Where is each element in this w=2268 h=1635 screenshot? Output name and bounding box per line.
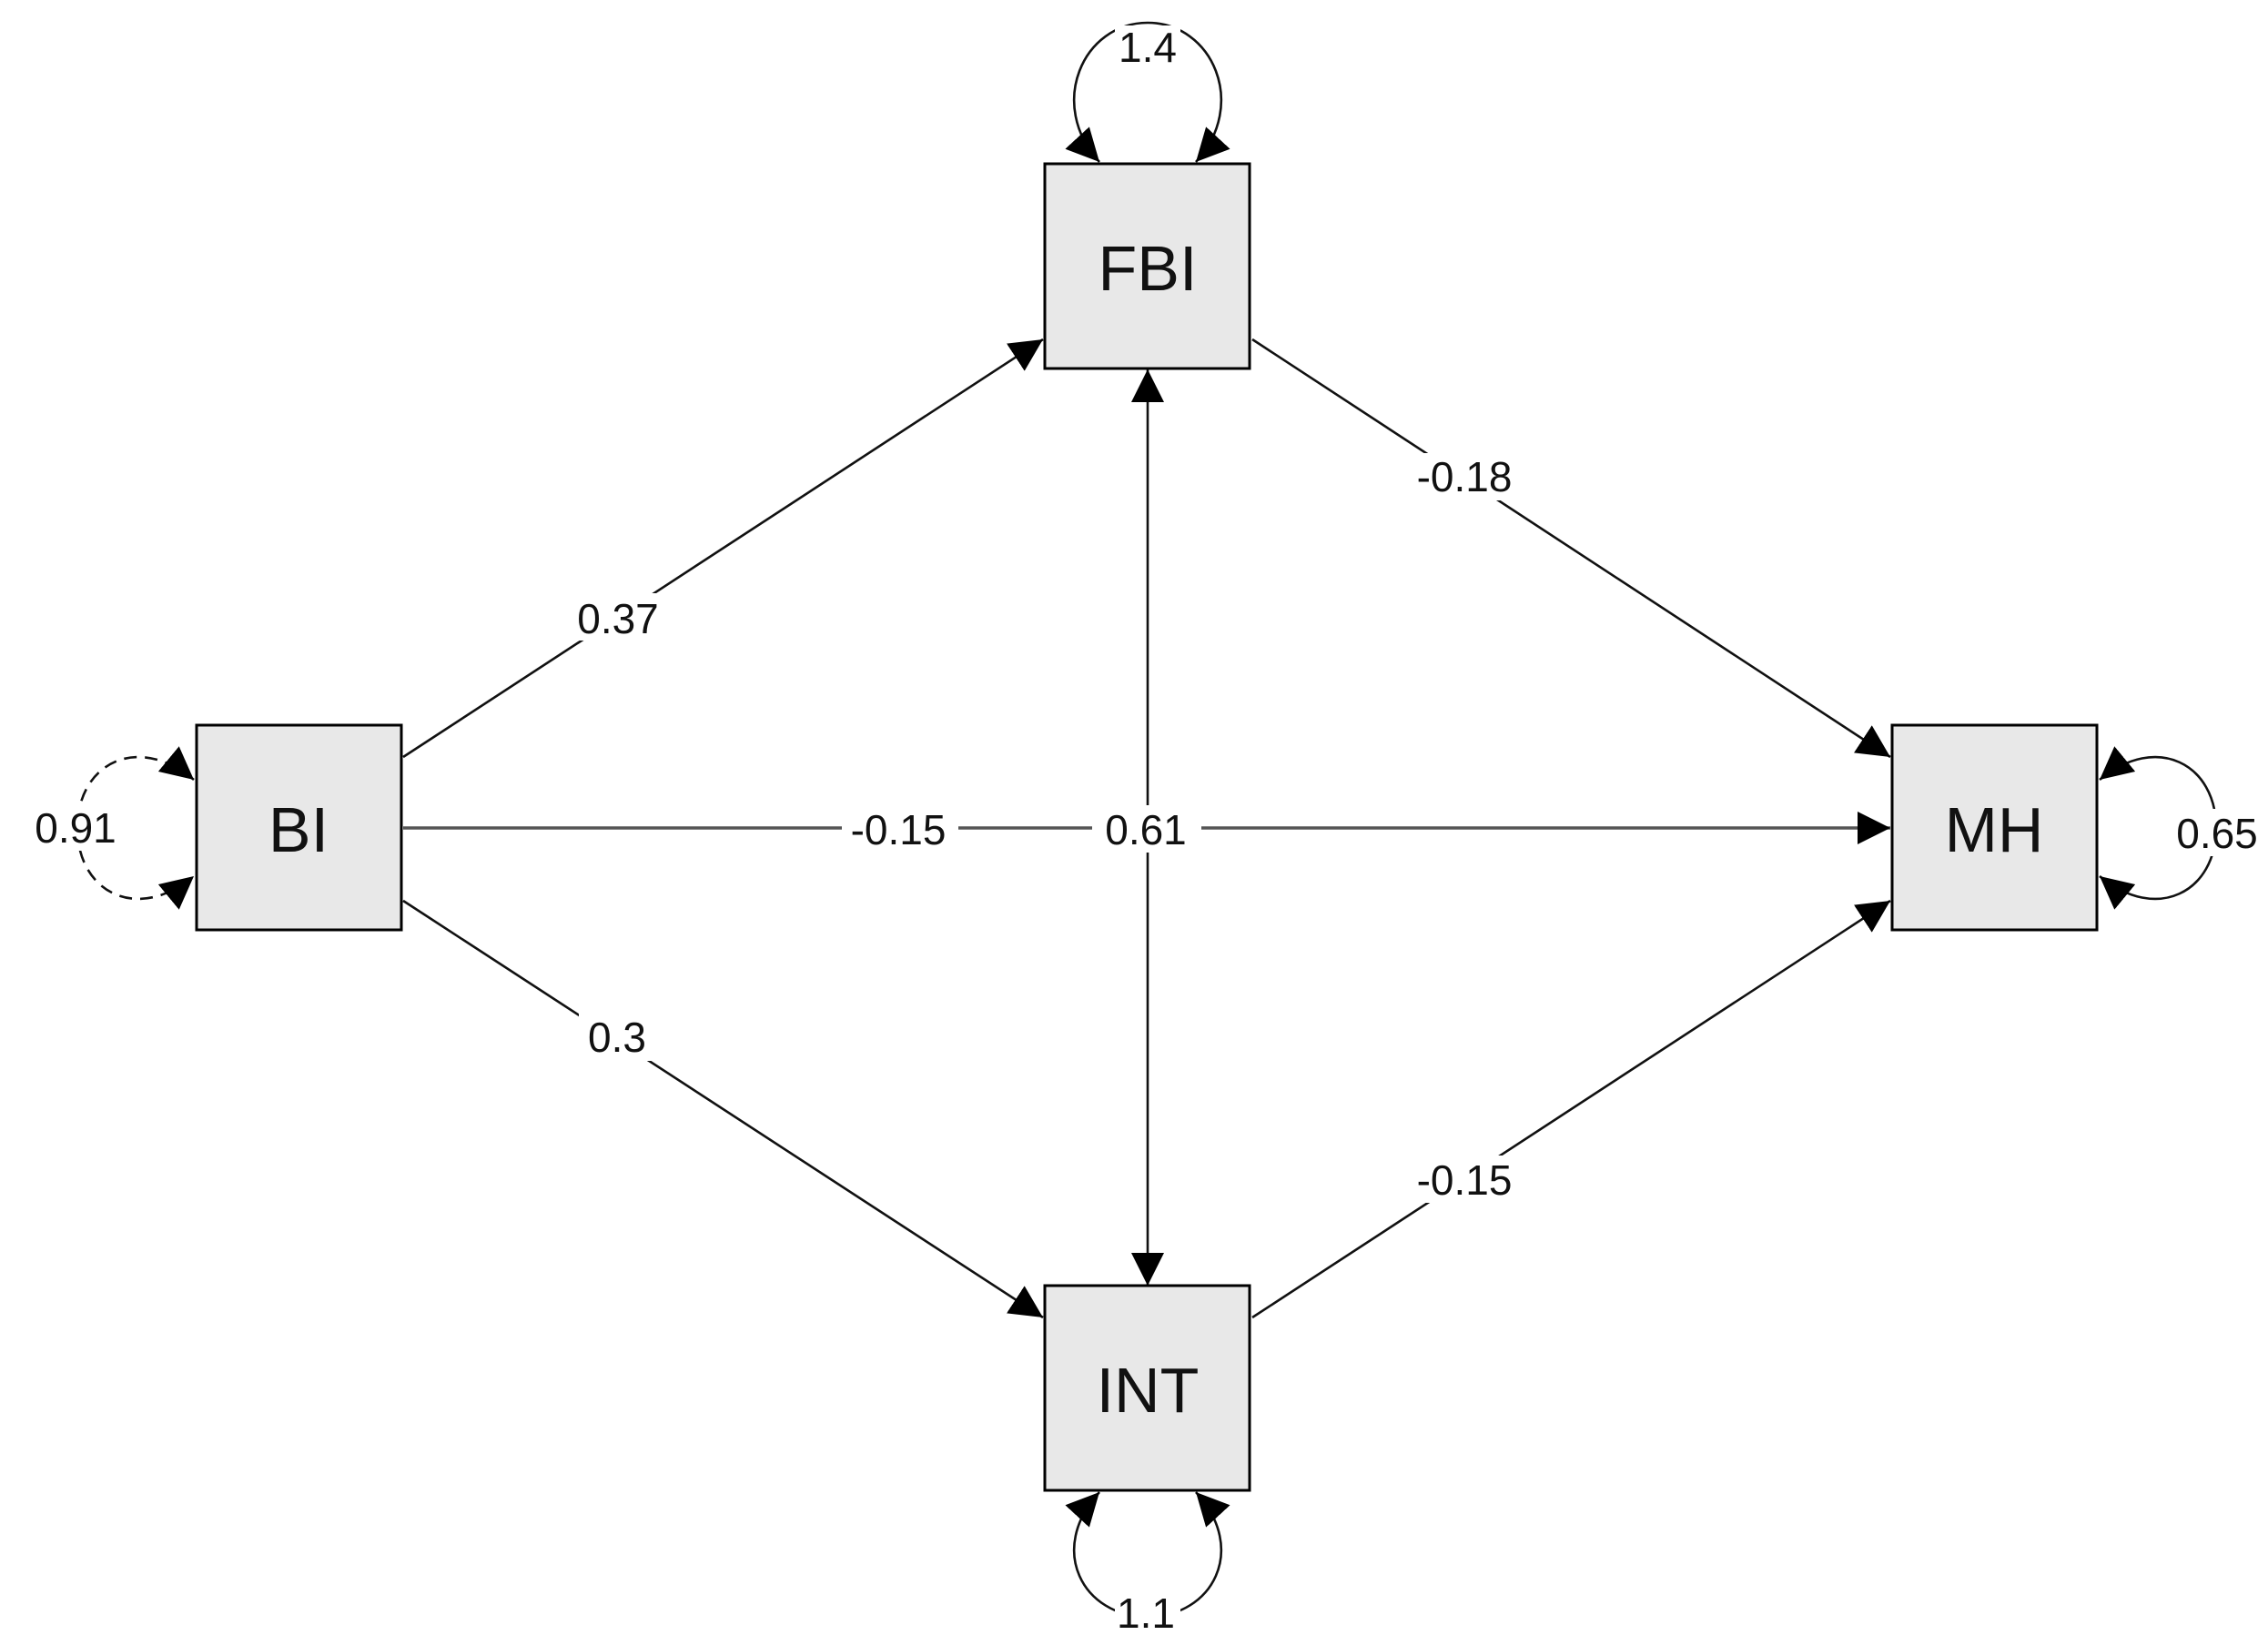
variance-labels: 1.4 1.1 0.91 0.65 bbox=[27, 24, 2264, 1635]
node-int: INT bbox=[1043, 1284, 1251, 1492]
variance-loop-fbi bbox=[1065, 21, 1230, 163]
edge-labels: 0.37 0.3 -0.15 0.61 -0.18 -0.15 bbox=[566, 453, 1524, 1204]
variance-label-mh: 0.65 bbox=[2176, 810, 2258, 857]
variance-label-int: 1.1 bbox=[1117, 1590, 1175, 1635]
edge-fbi-mh bbox=[1251, 338, 1891, 759]
edge-int-mh bbox=[1251, 899, 1891, 1319]
variance-label-fbi: 1.4 bbox=[1119, 24, 1177, 71]
node-mh-label: MH bbox=[1945, 794, 2044, 865]
label-fbi-mh: -0.18 bbox=[1417, 453, 1513, 500]
node-fbi-box bbox=[1043, 162, 1251, 370]
node-bi-label: BI bbox=[268, 794, 329, 865]
node-int-label: INT bbox=[1097, 1355, 1200, 1426]
node-mh: MH bbox=[1890, 723, 2099, 932]
node-bi: BI bbox=[195, 723, 403, 932]
edge-bi-int bbox=[402, 899, 1044, 1319]
edge-bi-fbi bbox=[402, 338, 1044, 759]
variance-label-bi: 0.91 bbox=[35, 804, 116, 852]
label-fbi-int-covariance: 0.61 bbox=[1105, 806, 1187, 853]
node-fbi-label: FBI bbox=[1099, 233, 1198, 304]
node-fbi: FBI bbox=[1043, 162, 1251, 370]
node-int-box bbox=[1043, 1284, 1251, 1492]
label-bi-fbi: 0.37 bbox=[577, 595, 659, 642]
label-bi-int: 0.3 bbox=[588, 1014, 646, 1061]
node-bi-box bbox=[195, 723, 403, 932]
label-int-mh: -0.15 bbox=[1417, 1156, 1513, 1204]
node-mh-box bbox=[1890, 723, 2099, 932]
variance-loop-bi bbox=[76, 746, 195, 910]
label-bi-mh: -0.15 bbox=[851, 806, 947, 853]
